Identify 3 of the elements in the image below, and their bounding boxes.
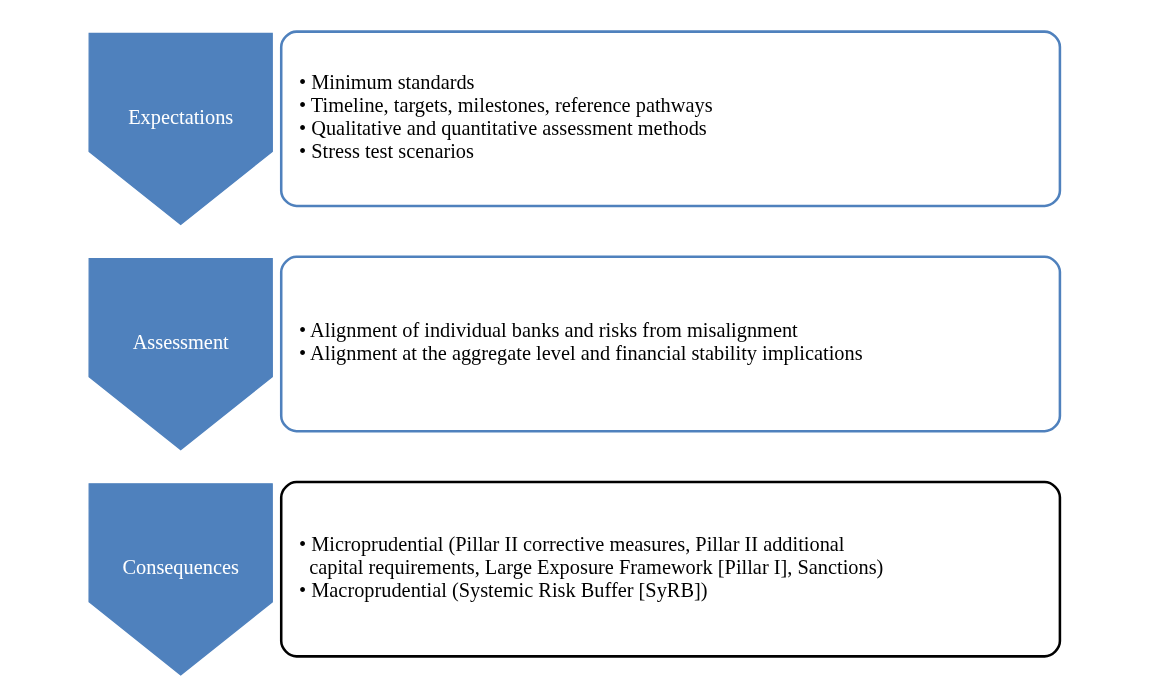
node-box: • Minimum standards • Timeline, targets, milestones, reference pathways • Qualitative and quantitative assessment methods • Stress test scenarios (279, 30, 1062, 208)
node-box: • Microprudential (Pillar II corrective measures, Pillar II additional capital requirements, Large Exposure Framework [Pillar I], Sanctions) • Macroprudential (Systemic Risk Buffer [SyRB]) (279, 480, 1062, 658)
node-box: • Alignment of individual banks and risks from misalignment • Alignment at the aggregate level and financial stability implications (279, 255, 1062, 433)
